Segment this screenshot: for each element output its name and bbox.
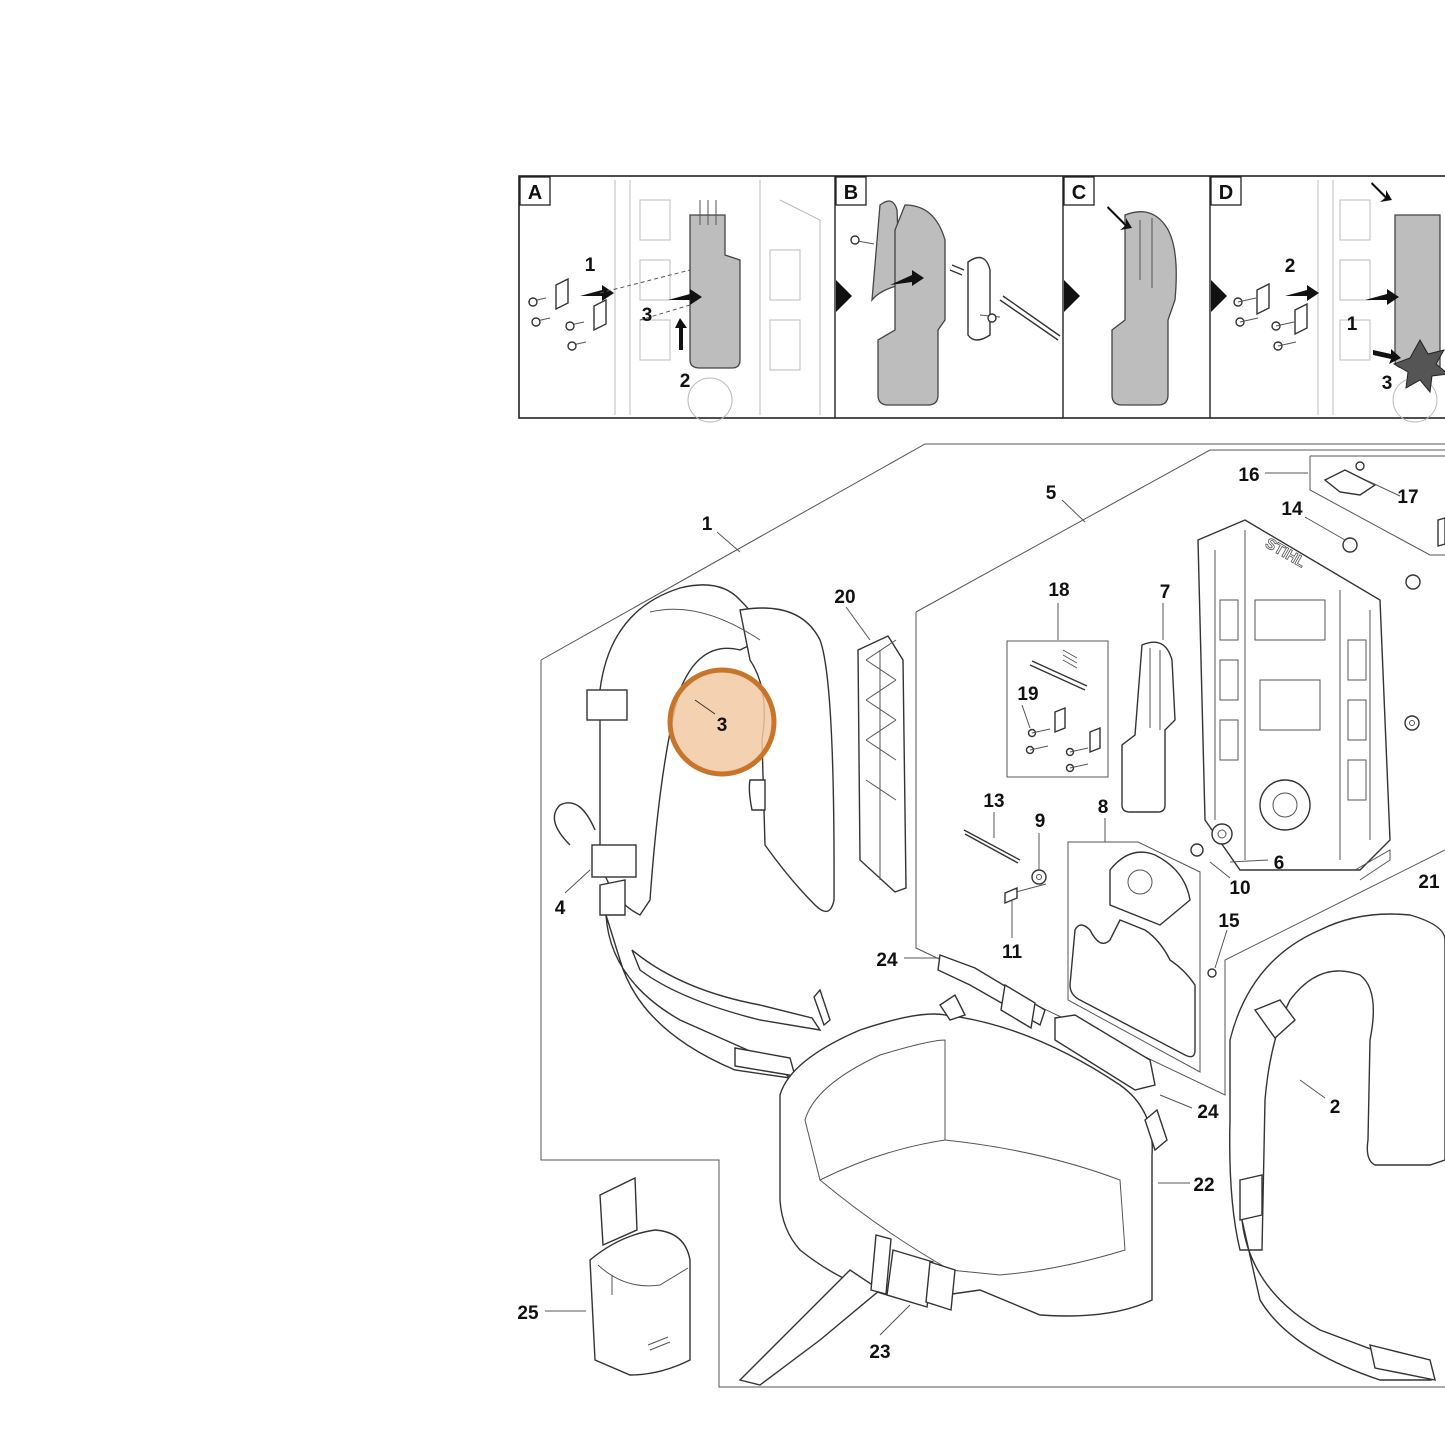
- callout-24-left: 24: [876, 950, 898, 971]
- callout-16: 16: [1238, 465, 1259, 486]
- svg-text:2: 2: [1285, 256, 1296, 277]
- svg-text:3: 3: [717, 715, 728, 736]
- part-pouch: [589, 1176, 691, 1376]
- step-a-drawing: 1 3 2: [527, 180, 821, 423]
- assembly-outline: [540, 443, 1445, 1388]
- step-arrow-d: [1211, 280, 1227, 312]
- svg-text:A: A: [528, 182, 542, 204]
- step-a-label: A: [519, 176, 551, 206]
- part-hip-belt: [738, 993, 1168, 1386]
- callout-25: 25: [517, 1303, 539, 1324]
- part-bracket-8: [1069, 851, 1196, 1058]
- callout-4: 4: [555, 898, 566, 919]
- callout-1: 1: [702, 514, 713, 535]
- callout-14: 14: [1281, 499, 1303, 520]
- step-b-label: B: [835, 176, 867, 206]
- part-second-harness: [1229, 913, 1445, 1381]
- callout-7: 7: [1160, 582, 1171, 603]
- callout-8: 8: [1098, 797, 1109, 818]
- part-frame-insert: [857, 635, 907, 893]
- part-hardware: [963, 461, 1445, 978]
- leader-lines: [545, 472, 1401, 1336]
- callout-13: 13: [983, 791, 1004, 812]
- part-backplate: STIHL: [1197, 519, 1391, 881]
- part-shoulder-harness: [553, 584, 835, 1080]
- callout-19: 19: [1017, 684, 1038, 705]
- callout-9: 9: [1035, 811, 1046, 832]
- callout-21: 21: [1418, 872, 1440, 893]
- part-numbers: 1 2 4 5 6 7 8 9 10 11 13 14 15 16 17 18 …: [517, 465, 1440, 1363]
- callout-23: 23: [869, 1342, 890, 1363]
- step-d-drawing: 2 1 3: [1233, 180, 1445, 423]
- svg-text:B: B: [844, 182, 858, 204]
- step-c-label: C: [1063, 176, 1095, 206]
- callout-10: 10: [1229, 878, 1250, 899]
- svg-text:D: D: [1219, 182, 1233, 204]
- callout-11: 11: [1002, 942, 1023, 963]
- callout-24-right: 24: [1197, 1102, 1219, 1123]
- svg-text:1: 1: [1347, 314, 1358, 335]
- step-c-drawing: [1107, 206, 1177, 406]
- highlight-part-3: 3: [667, 667, 777, 777]
- part-kit-18-19: [1025, 649, 1101, 773]
- callout-18: 18: [1048, 580, 1069, 601]
- svg-text:1: 1: [585, 255, 596, 276]
- svg-text:3: 3: [642, 305, 653, 326]
- callout-6: 6: [1274, 853, 1285, 874]
- part-strap-connectors: [937, 954, 1156, 1091]
- part-latch-7: [1121, 641, 1176, 813]
- callout-15: 15: [1218, 911, 1240, 932]
- step-arrow-b: [836, 280, 852, 312]
- svg-text:2: 2: [680, 371, 691, 392]
- callout-20: 20: [834, 587, 855, 608]
- step-arrow-c: [1064, 280, 1080, 312]
- step-b-drawing: [850, 200, 1061, 406]
- assembly-steps-strip: A B C D 1: [518, 175, 1445, 423]
- callout-17: 17: [1397, 487, 1418, 508]
- callout-5: 5: [1046, 483, 1057, 504]
- svg-text:C: C: [1072, 182, 1086, 204]
- svg-text:3: 3: [1382, 373, 1393, 394]
- callout-2: 2: [1330, 1097, 1341, 1118]
- callout-22: 22: [1193, 1175, 1214, 1196]
- step-d-label: D: [1210, 176, 1242, 206]
